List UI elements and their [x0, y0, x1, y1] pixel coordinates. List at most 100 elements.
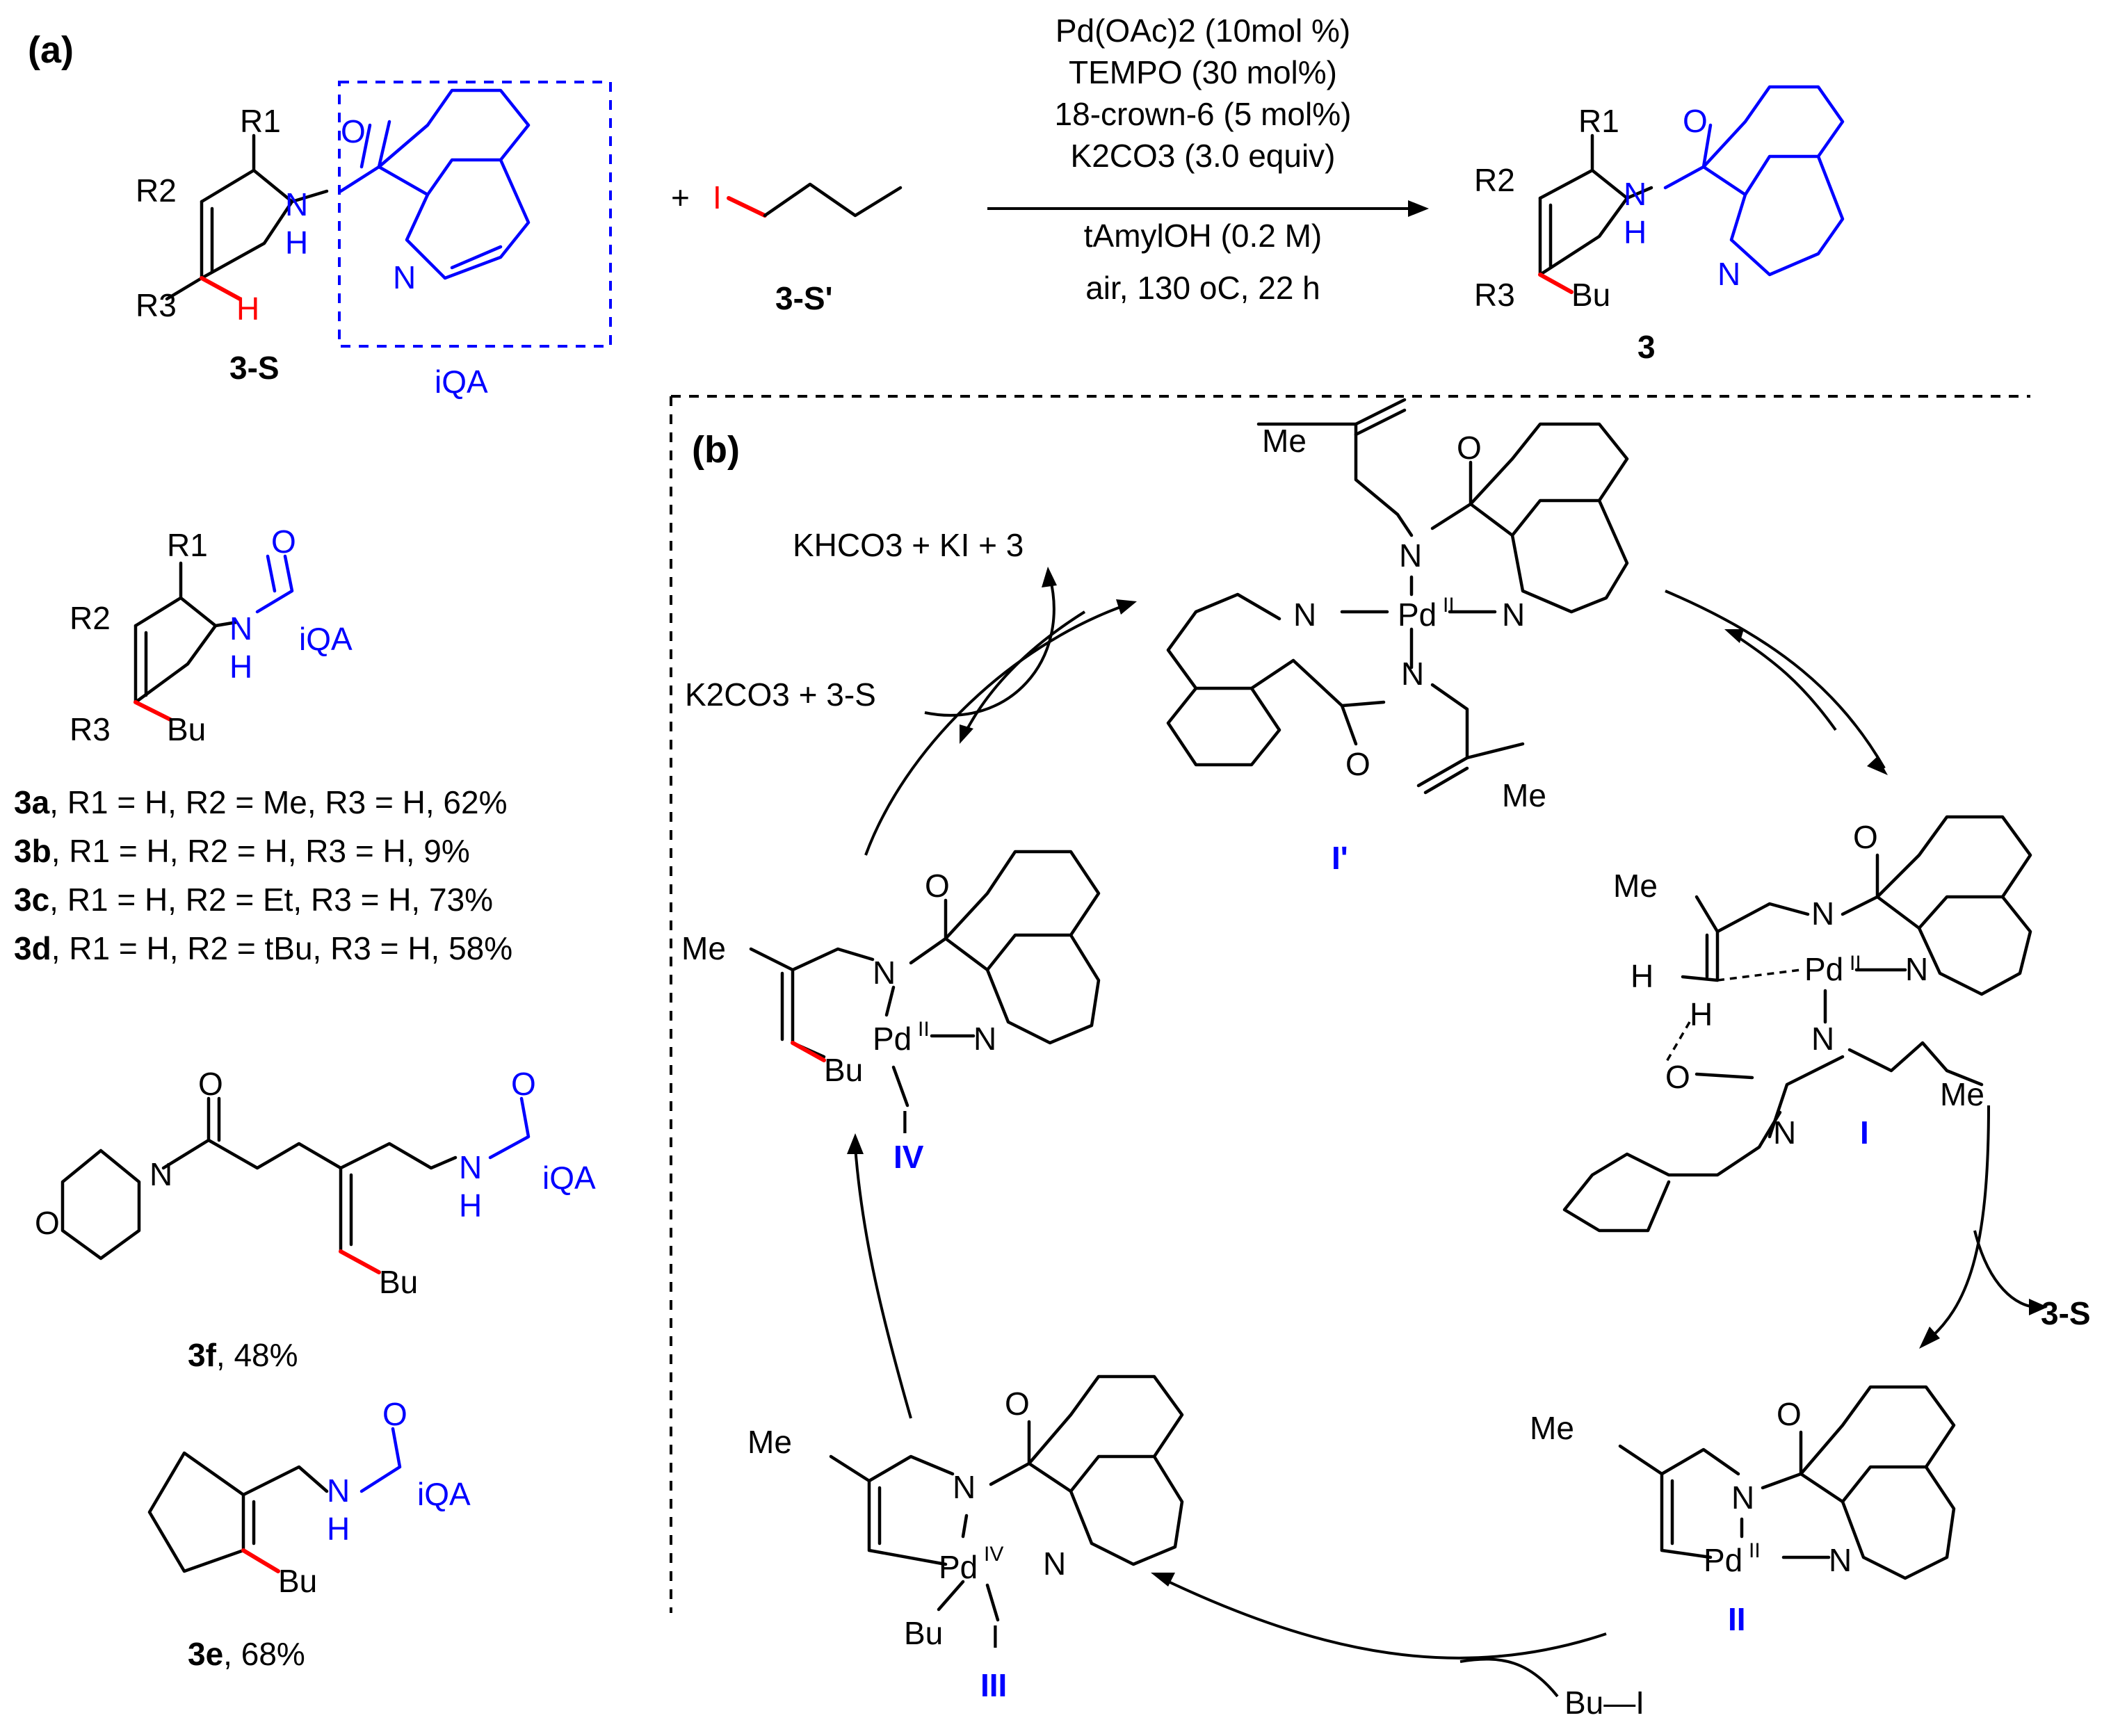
3f-directing-group: iQA [542, 1160, 596, 1196]
gen-atom-h: H [229, 649, 252, 685]
3e-carbonyl-o: O [382, 1396, 407, 1432]
gen-directing-group: iQA [299, 621, 353, 657]
iv-i: I [900, 1104, 909, 1140]
product-3e-structure [147, 1427, 402, 1573]
iii-n-amide: N [953, 1469, 976, 1505]
atom-carbonyl-o: O [341, 113, 366, 149]
ii-o: O [1777, 1396, 1802, 1432]
intermediate-iv-structure [749, 850, 1101, 1108]
condition-base: K2CO3 (3.0 equiv) [1071, 138, 1336, 174]
i-n-right: N [1905, 951, 1928, 987]
i-pd-ox: II [1850, 952, 1861, 975]
ii-pd: Pd [1704, 1542, 1742, 1578]
product-atom-r3: R3 [1474, 277, 1515, 313]
gen-atom-o: O [271, 524, 296, 560]
product-row-3d: 3d, R1 = H, R2 = tBu, R3 = H, 58% [14, 930, 512, 966]
atom-reactive-h: H [236, 291, 259, 327]
product-atom-h: H [1624, 214, 1647, 250]
reagent-label: 3-S' [775, 280, 833, 316]
3e-atom-nh: N [327, 1473, 350, 1509]
iv-bu: Bu [824, 1052, 863, 1088]
iprime-pd-ox: II [1443, 594, 1455, 617]
intermediate-iii-structure [829, 1374, 1184, 1622]
label-intermediate-i: I [1860, 1114, 1869, 1151]
iprime-n-top: N [1399, 537, 1422, 574]
i-o-bottom: O [1665, 1059, 1690, 1095]
iii-bu: Bu [904, 1615, 943, 1651]
iv-o: O [925, 868, 950, 904]
iprime-o-bottom: O [1345, 746, 1370, 782]
3f-atom-n: N [149, 1156, 172, 1192]
product-atom-bu: Bu [1571, 277, 1610, 313]
plus-sign: + [671, 179, 690, 216]
ii-pd-ox: II [1749, 1539, 1761, 1562]
product-atom-r1: R1 [1578, 103, 1619, 139]
reactants-text: K2CO3 + 3-S [685, 676, 876, 713]
i-n-top: N [1811, 895, 1834, 932]
condition-additive: 18-crown-6 (5 mol%) [1055, 96, 1352, 132]
condition-oxidant: TEMPO (30 mol%) [1069, 54, 1337, 90]
i-h-bonded: H [1690, 996, 1713, 1032]
substrate-3s-structure [165, 81, 612, 348]
iii-pd-ox: IV [984, 1543, 1003, 1566]
condition-catalyst: Pd(OAc)2 (10mol %) [1056, 13, 1350, 49]
iv-pd: Pd [873, 1021, 912, 1057]
3f-atom-h: H [459, 1187, 482, 1224]
gen-atom-r2: R2 [70, 600, 111, 636]
i-o-top: O [1853, 819, 1878, 855]
atom-iodine: I [713, 179, 722, 216]
panel-a-label: (a) [28, 29, 74, 71]
iii-pd: Pd [939, 1549, 978, 1585]
gen-atom-n: N [229, 610, 252, 647]
butyl-iodide-label: Bu—I [1564, 1685, 1644, 1721]
ii-n-ring: N [1829, 1542, 1852, 1578]
gen-atom-r3: R3 [70, 711, 111, 747]
iii-i: I [991, 1619, 1000, 1655]
substrate-label: 3-S [229, 350, 280, 386]
iii-me: Me [747, 1424, 792, 1460]
product-atom-r2: R2 [1474, 162, 1515, 198]
i-n-bottom: N [1811, 1021, 1834, 1057]
3e-atom-bu: Bu [278, 1563, 317, 1599]
gen-atom-bu: Bu [167, 711, 206, 747]
atom-ring-n: N [393, 259, 416, 295]
3e-atom-h: H [327, 1511, 350, 1547]
condition-solvent: tAmylOH (0.2 M) [1084, 218, 1322, 254]
condition-temperature: air, 130 oC, 22 h [1085, 270, 1320, 306]
reaction-conditions: Pd(OAc)2 (10mol %) TEMPO (30 mol%) 18-cr… [1055, 13, 1352, 306]
atom-r3: R3 [136, 287, 177, 323]
atom-amide-n: N [285, 186, 308, 222]
3f-morpholine-o: O [35, 1205, 60, 1241]
label-intermediate-i-prime: I' [1332, 840, 1348, 876]
atom-r1: R1 [240, 103, 281, 139]
ii-n-amide: N [1731, 1479, 1754, 1516]
product-row-3a: 3a, R1 = H, R2 = Me, R3 = H, 62% [14, 784, 508, 820]
intermediate-i-structure [1562, 815, 2032, 1233]
atom-r2: R2 [136, 172, 177, 209]
intermediate-ii-structure [1618, 1385, 1956, 1580]
product-3e-caption: 3e, 68% [188, 1636, 305, 1672]
ii-me: Me [1530, 1410, 1574, 1446]
iprime-me-top: Me [1262, 423, 1307, 459]
label-intermediate-iv: IV [893, 1139, 924, 1175]
product-label: 3 [1637, 329, 1656, 365]
3f-atom-o: O [198, 1066, 223, 1102]
i-h-left: H [1631, 958, 1653, 994]
iv-me: Me [681, 930, 726, 966]
i-me-top: Me [1613, 868, 1658, 904]
3f-carbonyl-o: O [511, 1066, 536, 1102]
iv-n-ring: N [973, 1021, 996, 1057]
iprime-n-right: N [1502, 597, 1525, 633]
directing-group-label: iQA [435, 364, 488, 400]
iprime-pd: Pd [1398, 597, 1437, 633]
3f-atom-bu: Bu [379, 1264, 418, 1300]
i-n-ring: N [1773, 1114, 1796, 1151]
3e-directing-group: iQA [417, 1476, 471, 1512]
generic-product-structure [134, 554, 294, 722]
iprime-me-bottom: Me [1502, 777, 1546, 813]
gen-atom-r1: R1 [167, 527, 208, 563]
iprime-n-left: N [1293, 597, 1316, 633]
product-list: 3a, R1 = H, R2 = Me, R3 = H, 62% 3b, R1 … [14, 784, 512, 966]
iv-n-amide: N [873, 955, 896, 991]
